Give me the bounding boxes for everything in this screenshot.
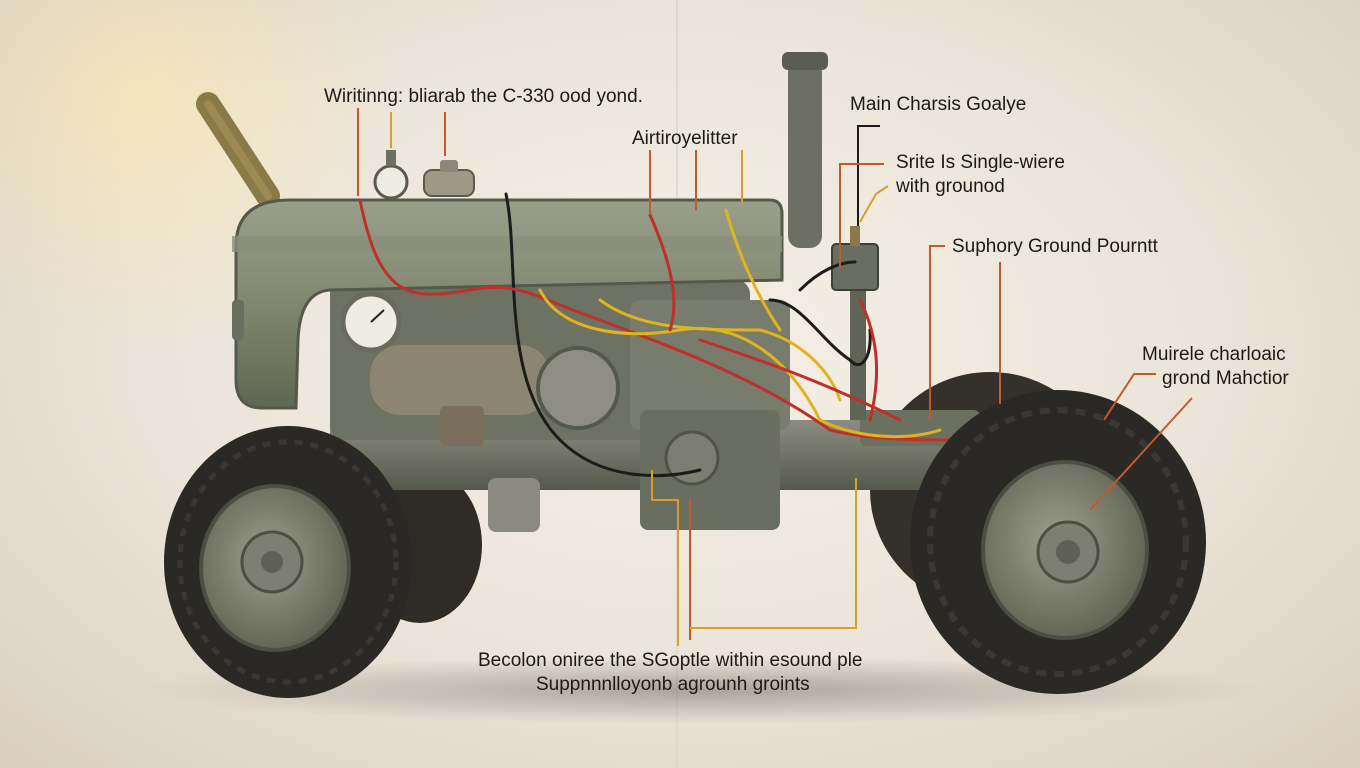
single-wire-label-line2: with grounod	[896, 176, 1005, 197]
main-chassis-label: Main Charsis Goalye	[850, 94, 1027, 115]
front-gauge	[340, 291, 402, 353]
radiator-cap	[423, 160, 475, 197]
wiring-harness	[358, 192, 952, 478]
single-wire-label-line1: Srite Is Single-wiere	[896, 152, 1065, 173]
front-near-wheel	[164, 426, 412, 698]
junction-box	[831, 226, 879, 291]
leader-lines	[357, 108, 1193, 646]
bottom-caption-line1: Becolon oniree the SGoptle within esound…	[478, 650, 863, 671]
multiple-ground-label-line2: grond Mahctior	[1162, 368, 1289, 389]
steering-column	[782, 52, 828, 248]
rear-near-wheel	[910, 390, 1206, 694]
bottom-caption-line2: Suppnnnlloyonb agrounh groints	[536, 674, 810, 695]
multiple-ground-label-line1: Muirele charloaic	[1142, 344, 1286, 365]
supplementary-ground-label: Suphory Ground Pourntt	[952, 236, 1158, 257]
exhaust-pipe	[196, 92, 280, 208]
temperature-gauge-top	[373, 150, 409, 200]
title-label: Wiritinng: bliarab the C-330 ood yond.	[324, 86, 643, 107]
air-filter-label: Airtiroyelitter	[632, 128, 738, 149]
ground-shadow	[140, 656, 1260, 724]
